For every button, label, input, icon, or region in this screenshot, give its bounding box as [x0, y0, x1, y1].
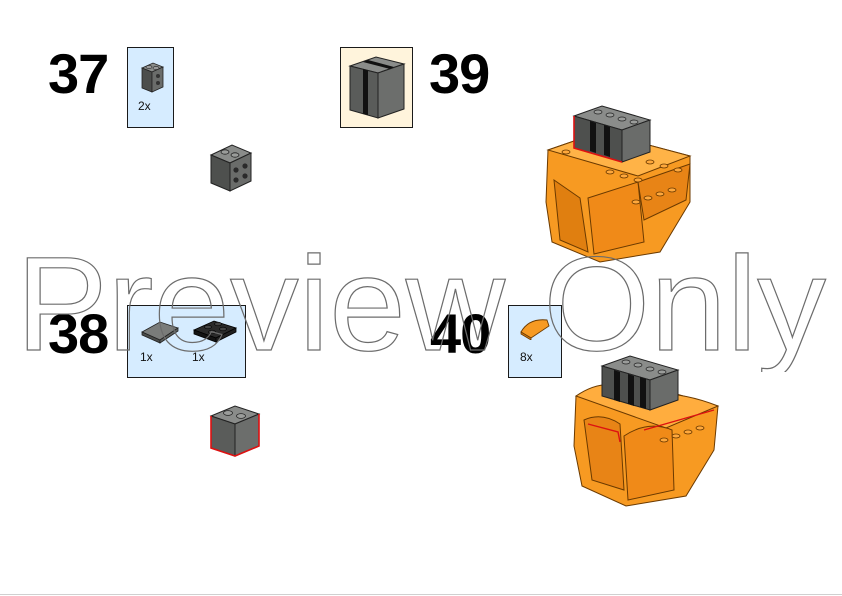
part-quantity: 1x — [140, 350, 153, 364]
part-quantity: 2x — [138, 99, 151, 113]
step-37-assembly — [209, 144, 253, 192]
step-39-assembly — [545, 105, 692, 263]
step-number-40: 40 — [430, 302, 491, 365]
step-number-37: 37 — [48, 42, 109, 105]
plate-icon — [192, 320, 238, 343]
brick-1x2-icon — [140, 62, 165, 93]
step-40-assembly — [573, 355, 720, 507]
step-38-assembly — [209, 405, 261, 457]
part-quantity: 8x — [520, 350, 533, 364]
striped-brick-icon — [348, 56, 406, 119]
part-quantity: 1x — [192, 350, 205, 364]
step-number-39: 39 — [429, 42, 490, 105]
parts-callout-38: 1x 1x — [127, 305, 246, 378]
curved-slope-icon — [520, 319, 550, 340]
step-number-38: 38 — [48, 302, 109, 365]
parts-callout-40: 8x — [508, 305, 562, 378]
slope-icon — [141, 321, 179, 344]
parts-callout-39 — [340, 47, 413, 128]
parts-callout-37: 2x — [127, 47, 174, 128]
page-bottom-rule — [0, 594, 842, 595]
